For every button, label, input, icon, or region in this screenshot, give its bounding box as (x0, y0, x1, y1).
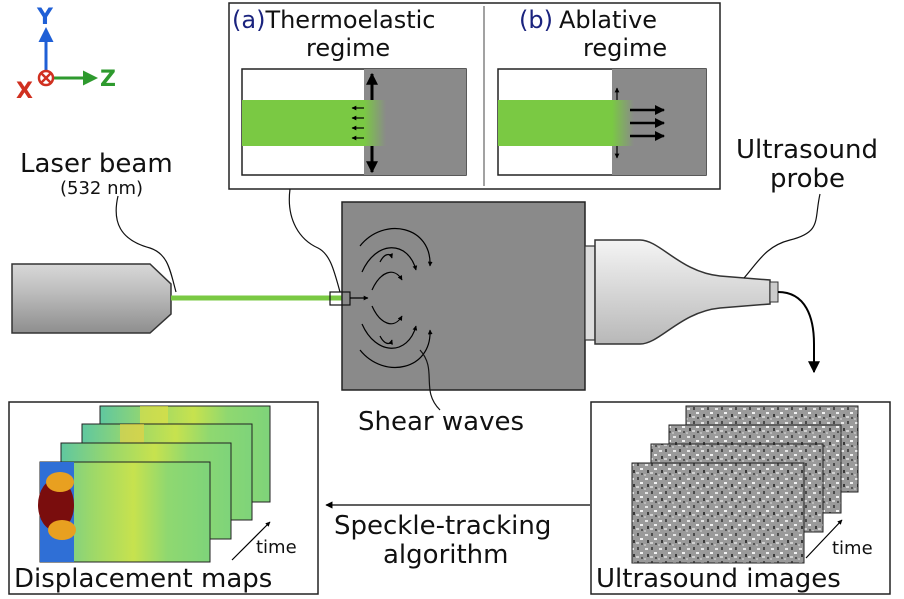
probe-pointer-line (743, 193, 821, 279)
axes-indicator: Y X Z (16, 5, 116, 104)
laser-source: Laser beam (532 nm) (11, 149, 342, 334)
inset-b-title-line2: regime (583, 34, 667, 62)
inset-pointer-line (288, 188, 341, 293)
inset-b-tag: (b) (519, 6, 553, 34)
inset-b-title: (b)Ablative (519, 6, 657, 34)
x-axis-label: X (16, 79, 33, 104)
probe-label-line1: Ultrasound (736, 135, 878, 165)
displacement-maps-panel: time Displacement maps (8, 401, 319, 595)
inset-a-title-line1: Thermoelastic (264, 6, 435, 34)
ultrasound-images-caption: Ultrasound images (596, 564, 841, 594)
inset-a-title-line2: regime (306, 34, 390, 62)
laser-pointer-line (115, 195, 177, 293)
regime-inset: (a)Thermoelastic regime (b)Ablative regi… (228, 2, 721, 190)
probe-label-line2: probe (770, 164, 845, 194)
shear-pointer-line (419, 349, 441, 411)
algorithm-label-line2: algorithm (383, 540, 508, 570)
y-axis-label: Y (36, 5, 54, 30)
tissue-medium: Shear waves (329, 201, 586, 437)
probe-cable-arrow (777, 291, 820, 374)
algorithm-label-line1: Speckle-tracking (334, 511, 551, 541)
speckle-tracking-step: Speckle-tracking algorithm (325, 501, 590, 570)
ultrasound-images-panel: time Ultrasound images (590, 401, 891, 595)
inset-a-title: (a)Thermoelastic (232, 6, 436, 34)
inset-a-tag: (a) (232, 6, 265, 34)
dm-time-label: time (256, 537, 297, 558)
shear-waves-label: Shear waves (358, 407, 524, 437)
displacement-maps-caption: Displacement maps (14, 564, 272, 594)
ultrasound-probe: Ultrasound probe (584, 135, 878, 374)
laser-wavelength: (532 nm) (60, 178, 143, 199)
z-axis-label: Z (100, 67, 116, 92)
us-time-label: time (832, 538, 873, 559)
laser-label: Laser beam (20, 149, 173, 179)
shear-wave-arcs (359, 228, 433, 368)
